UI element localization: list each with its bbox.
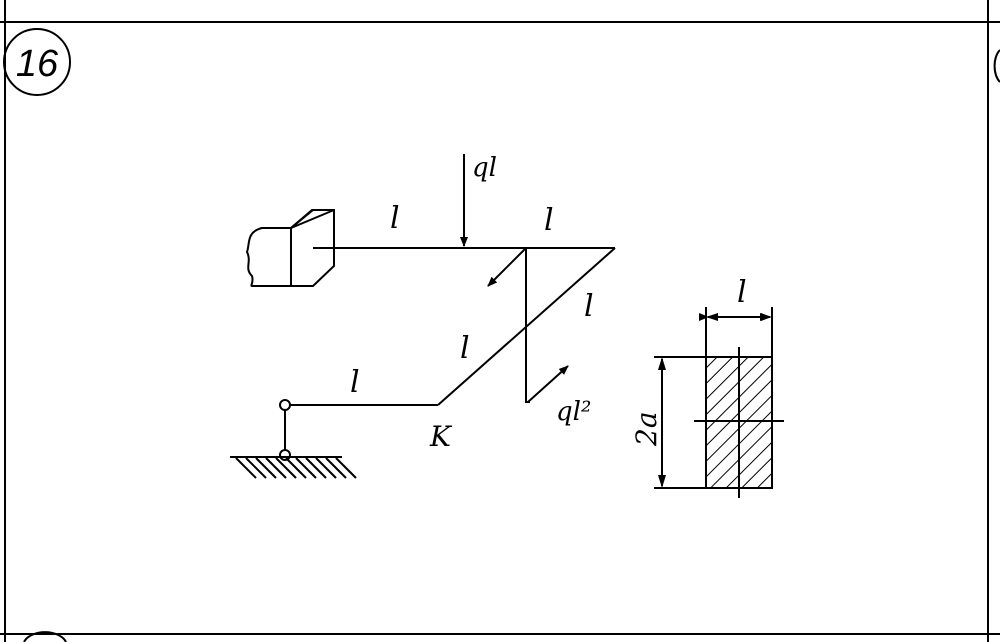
label-segment-5: l bbox=[350, 365, 360, 400]
label-segment-3: l bbox=[584, 289, 594, 324]
label-segment-1: l bbox=[390, 201, 400, 236]
pin-support bbox=[230, 399, 357, 479]
fixed-support bbox=[245, 209, 335, 287]
cross-section: l 2a bbox=[630, 275, 784, 498]
frame-members bbox=[289, 247, 616, 406]
label-force: ql bbox=[472, 153, 497, 183]
problem-badge: 16 bbox=[3, 28, 71, 96]
problem-number: 16 bbox=[16, 43, 59, 85]
moment-symbol bbox=[487, 247, 569, 403]
section-width-label: l bbox=[737, 275, 747, 310]
ground-hatching bbox=[235, 457, 357, 479]
diagram-labels: l l l l l K ql ql² bbox=[350, 153, 594, 453]
label-point-k: K bbox=[429, 420, 453, 453]
label-moment: ql² bbox=[556, 397, 591, 427]
label-segment-2: l bbox=[544, 203, 554, 238]
neighbor-badge-fragments bbox=[23, 49, 1000, 642]
section-height-label: 2a bbox=[630, 411, 663, 447]
label-segment-4: l bbox=[460, 331, 470, 366]
